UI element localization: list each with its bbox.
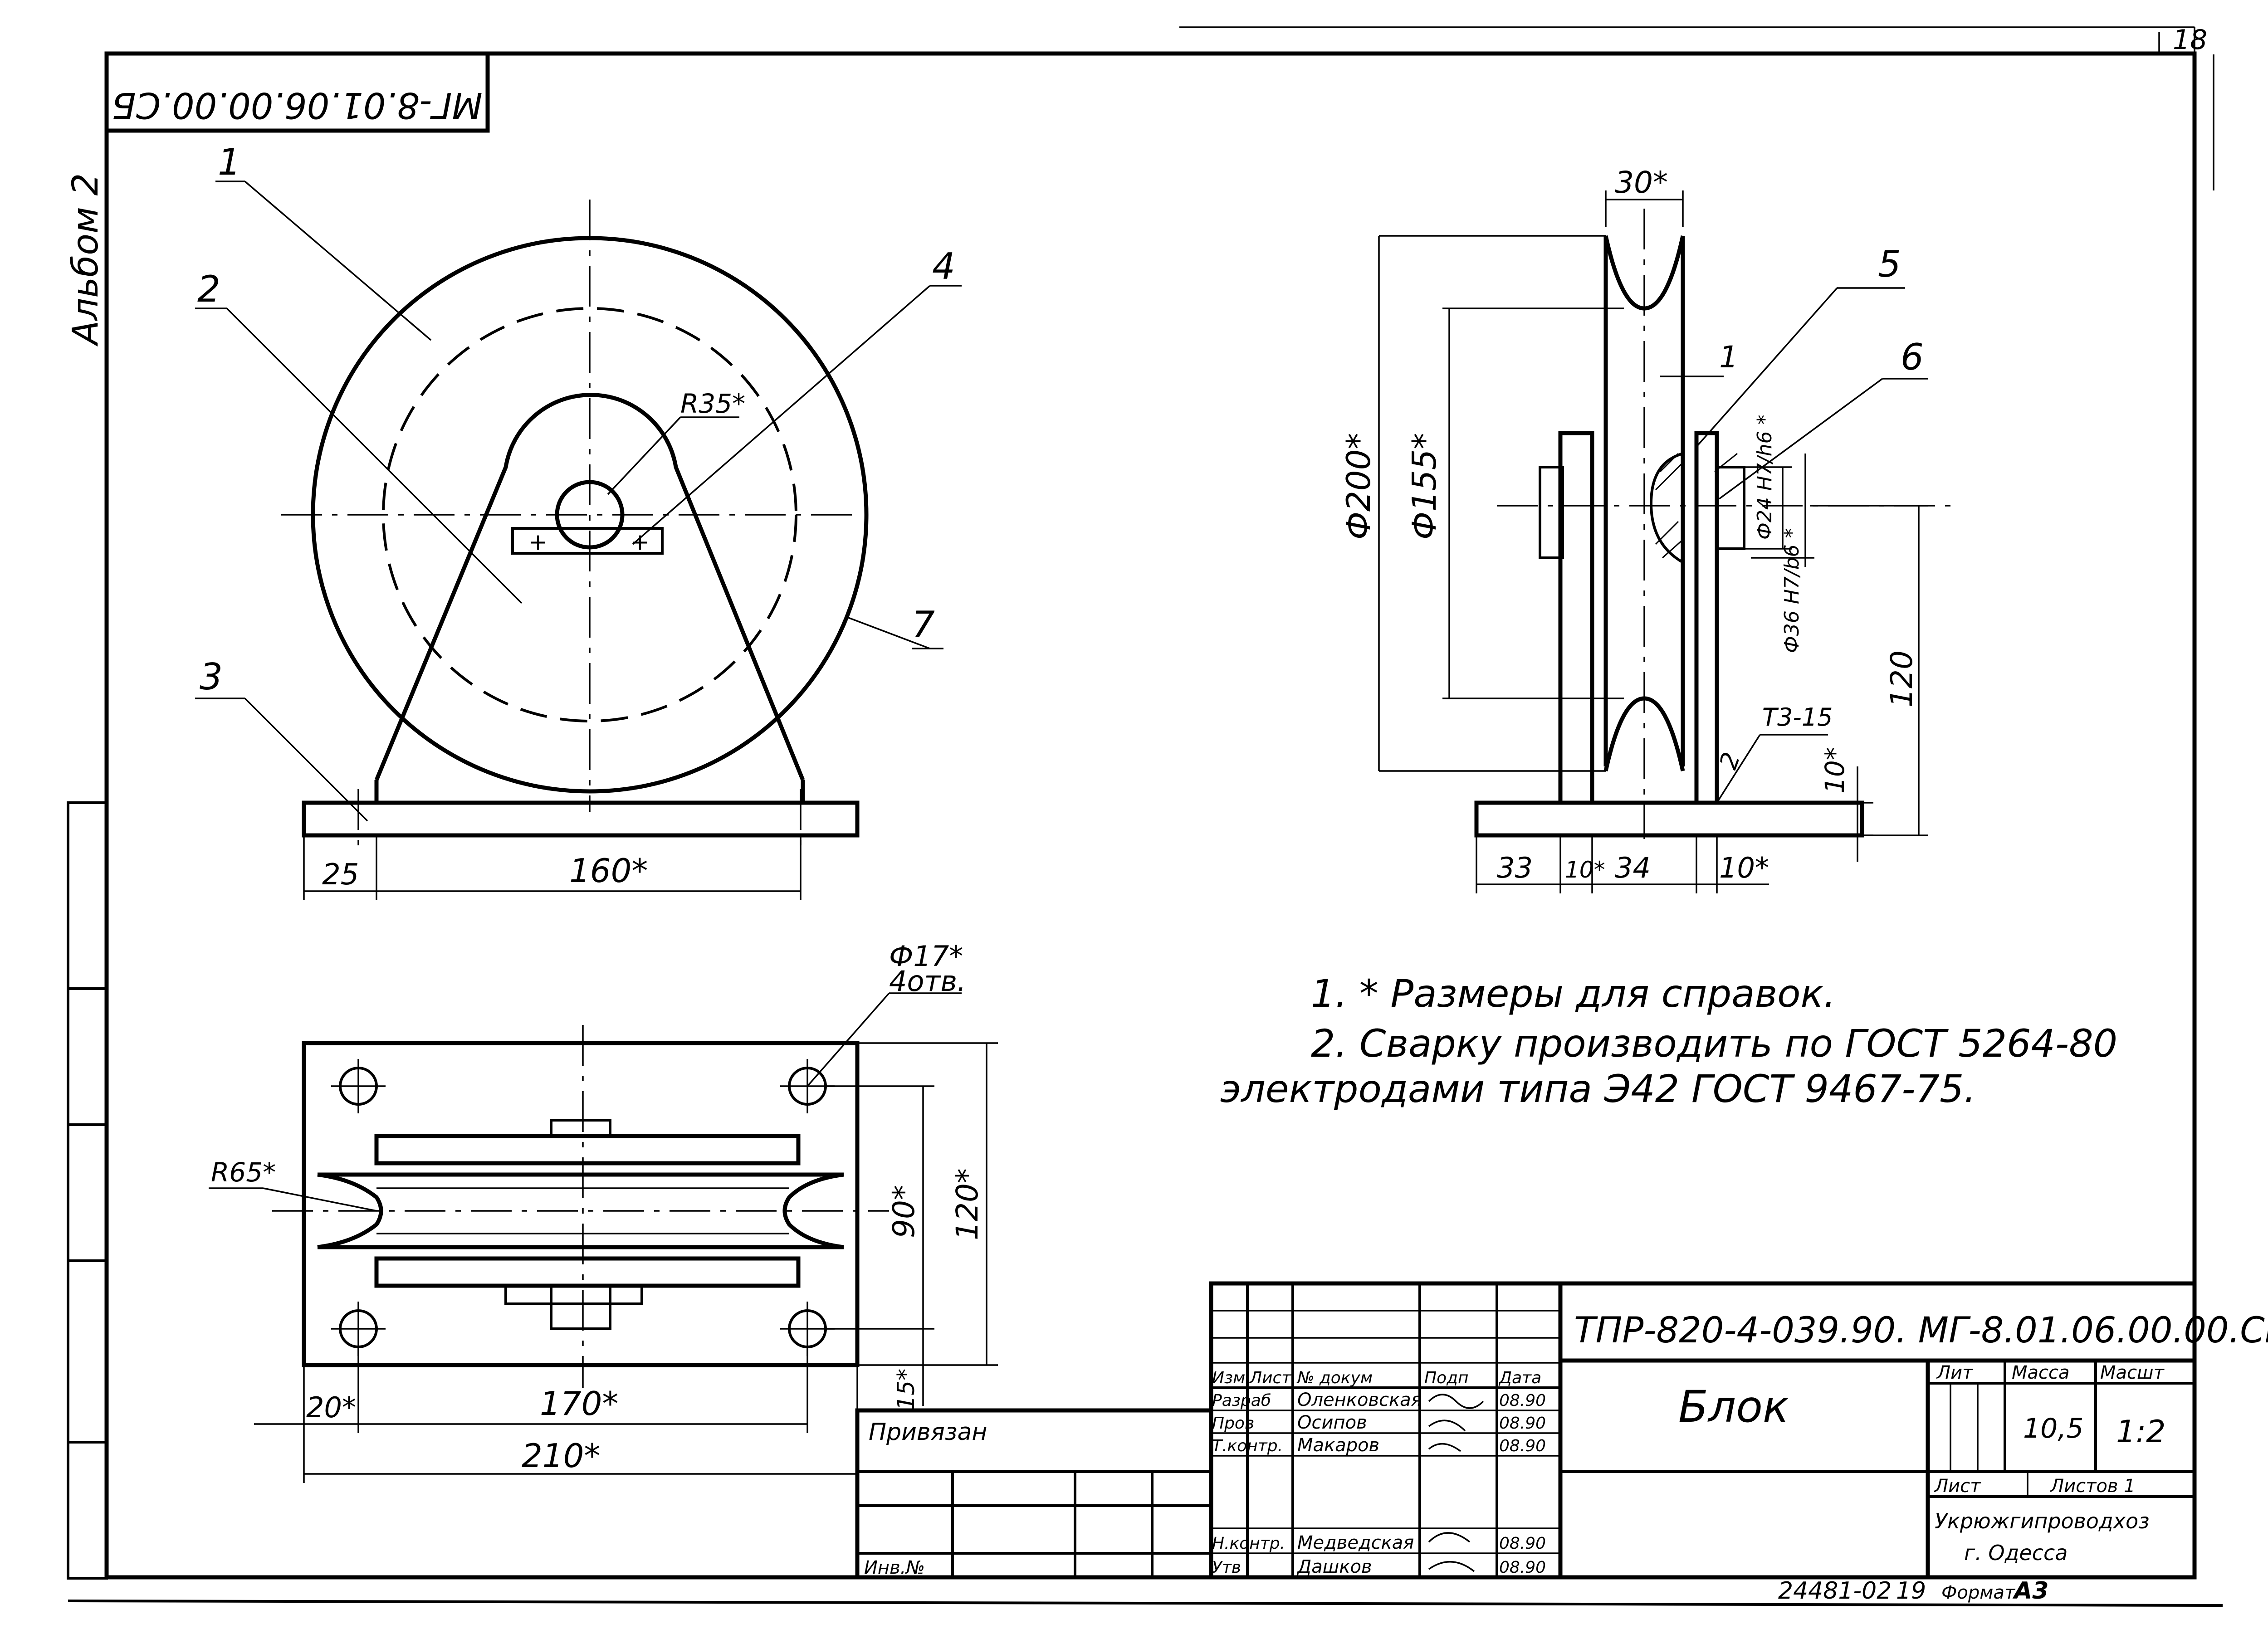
person-3: Медведская: [1297, 1532, 1414, 1553]
footer-page: 19: [1896, 1577, 1926, 1605]
hdr-date: Дата: [1498, 1369, 1541, 1387]
signature-marks: [1428, 1394, 1484, 1572]
date-4: 08.90: [1499, 1558, 1546, 1577]
dim-fit-lower: Ф36 H7/b6 *: [1780, 528, 1804, 653]
callout-1: 1: [218, 141, 241, 183]
dim-base-span: 160*: [569, 852, 648, 890]
bolt-mark-left: +: [528, 529, 547, 555]
callout-5: 5: [1878, 243, 1901, 285]
scale-label: Масшт: [2100, 1362, 2165, 1383]
title-block: Привязан Инв.№ Изм Лист № докум Подп Дат…: [855, 1281, 2268, 1580]
sheets-label: Листов 1: [2049, 1476, 2136, 1497]
note-2: 2. Сварку производить по ГОСТ 5264-80: [1311, 1021, 2117, 1066]
hdr-sign: Подп: [1424, 1369, 1469, 1387]
mass-label: Масса: [2012, 1362, 2070, 1383]
dim-edge-offset: 20*: [306, 1391, 356, 1424]
footer: 24481-02 19 Формат А3: [1778, 1577, 2048, 1605]
date-0: 08.90: [1499, 1391, 1546, 1410]
callout-2: 2: [197, 268, 220, 310]
front-view: + + 25 160* R35* 1 2 3 4 7: [195, 141, 962, 900]
hdr-doc: № докум: [1296, 1369, 1373, 1387]
album-label: Альбом 2: [65, 173, 106, 347]
inv-label: Инв.№: [864, 1557, 925, 1578]
city: г. Одесса: [1964, 1541, 2068, 1565]
date-3: 08.90: [1499, 1534, 1546, 1553]
dim-r65: R65*: [211, 1157, 276, 1188]
dim-side-offset: 15*: [893, 1369, 920, 1410]
role-4: Утв: [1212, 1558, 1241, 1577]
note-3: электродами типа Э42 ГОСТ 9467-75.: [1220, 1067, 1976, 1111]
role-3: Н.контр.: [1212, 1534, 1285, 1553]
person-1: Осипов: [1297, 1412, 1367, 1433]
dim-overall: 210*: [522, 1437, 600, 1475]
date-2: 08.90: [1499, 1437, 1546, 1455]
person-0: Оленковская: [1297, 1390, 1422, 1410]
product-name: Блок: [1678, 1381, 1789, 1432]
rotated-code-box: МГ-8.01.06.00.00.СБ: [104, 51, 490, 133]
note-1: 1. * Размеры для справок.: [1311, 971, 1836, 1016]
hdr-list: Лист: [1249, 1369, 1291, 1387]
callout-3: 3: [200, 656, 223, 698]
role-0: Разраб: [1212, 1391, 1271, 1410]
person-2: Макаров: [1297, 1435, 1379, 1456]
designation: ТПР-820-4-039.90. МГ-8.01.06.00.00.СБ.: [1574, 1310, 2268, 1351]
mass-value: 10,5: [2023, 1413, 2084, 1444]
sheet-label: Лист: [1934, 1476, 1981, 1497]
dim-holes-count: 4отв.: [889, 965, 966, 998]
dim-inner-diameter: Ф155*: [1405, 433, 1443, 540]
role-1: Пров: [1212, 1414, 1254, 1433]
callout-6: 6: [1901, 336, 1924, 378]
sheet-number: 18: [2173, 24, 2207, 56]
dim-holes: Ф17*: [889, 940, 963, 973]
side-view: Ф200* Ф155* 30* 1 5 6 Ф24 H7/h6 * Ф36 H7…: [1339, 165, 1950, 893]
dim-r35: R35*: [680, 388, 745, 419]
footer-number: 24481-02: [1778, 1577, 1892, 1605]
dim-width-top: 30*: [1615, 165, 1668, 200]
date-1: 08.90: [1499, 1414, 1546, 1433]
plan-view: Ф17* 4отв. R65* 90* 120* 15* 20* 170* 21…: [209, 940, 998, 1483]
dim-height-120: 120: [1884, 650, 1919, 707]
dim-bottom-10a: 10*: [1565, 857, 1605, 883]
role-2: Т.контр.: [1212, 1437, 1283, 1455]
hdr-izm: Изм: [1212, 1369, 1245, 1387]
dim-hole-span: 170*: [540, 1385, 618, 1423]
notes: 1. * Размеры для справок. 2. Сварку прои…: [1220, 971, 2117, 1111]
dim-flange: 1: [1719, 340, 1738, 375]
dim-bottom-34: 34: [1615, 851, 1651, 884]
dim-inner-height: 90*: [886, 1185, 921, 1238]
weld-symbol: Т3-15: [1762, 703, 1833, 732]
dim-outer-height: 120*: [950, 1168, 985, 1240]
footer-format: А3: [2012, 1577, 2048, 1605]
rotated-code-text: МГ-8.01.06.00.00.СБ: [112, 84, 482, 125]
person-4: Дашков: [1296, 1556, 1372, 1577]
callout-4: 4: [932, 245, 955, 288]
dim-gap-side: 10*: [1819, 747, 1850, 794]
bound-label: Привязан: [869, 1419, 987, 1446]
callout-7: 7: [912, 604, 935, 646]
dim-base-left: 25: [322, 858, 359, 892]
organization: Укрюжгипроводхоз: [1935, 1509, 2150, 1533]
dim-bottom-33: 33: [1497, 851, 1533, 884]
lit-label: Лит: [1936, 1362, 1974, 1383]
footer-format-label: Формат: [1941, 1582, 2016, 1603]
dim-bottom-10b: 10*: [1719, 851, 1769, 884]
dim-outer-diameter: Ф200*: [1339, 433, 1378, 540]
dim-fit-upper: Ф24 H7/h6 *: [1753, 415, 1776, 540]
binding-strip: [67, 801, 108, 1580]
scale-value: 1:2: [2116, 1414, 2165, 1450]
